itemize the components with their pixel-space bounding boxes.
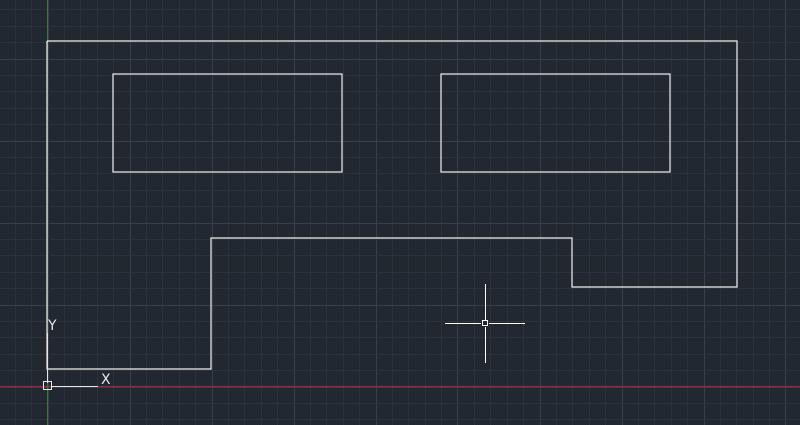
left-opening-rectangle[interactable] [112, 73, 343, 173]
right-opening-rectangle[interactable] [440, 73, 671, 173]
ucs-x-label: X [101, 372, 111, 388]
crosshair-icon [445, 284, 525, 363]
ucs-y-label: Y [47, 318, 57, 334]
drawing-geometry[interactable] [46, 40, 738, 370]
ucs-icon: Y X [43, 318, 111, 390]
outer-profile-polyline[interactable] [46, 40, 738, 370]
pickbox-icon [482, 320, 488, 326]
